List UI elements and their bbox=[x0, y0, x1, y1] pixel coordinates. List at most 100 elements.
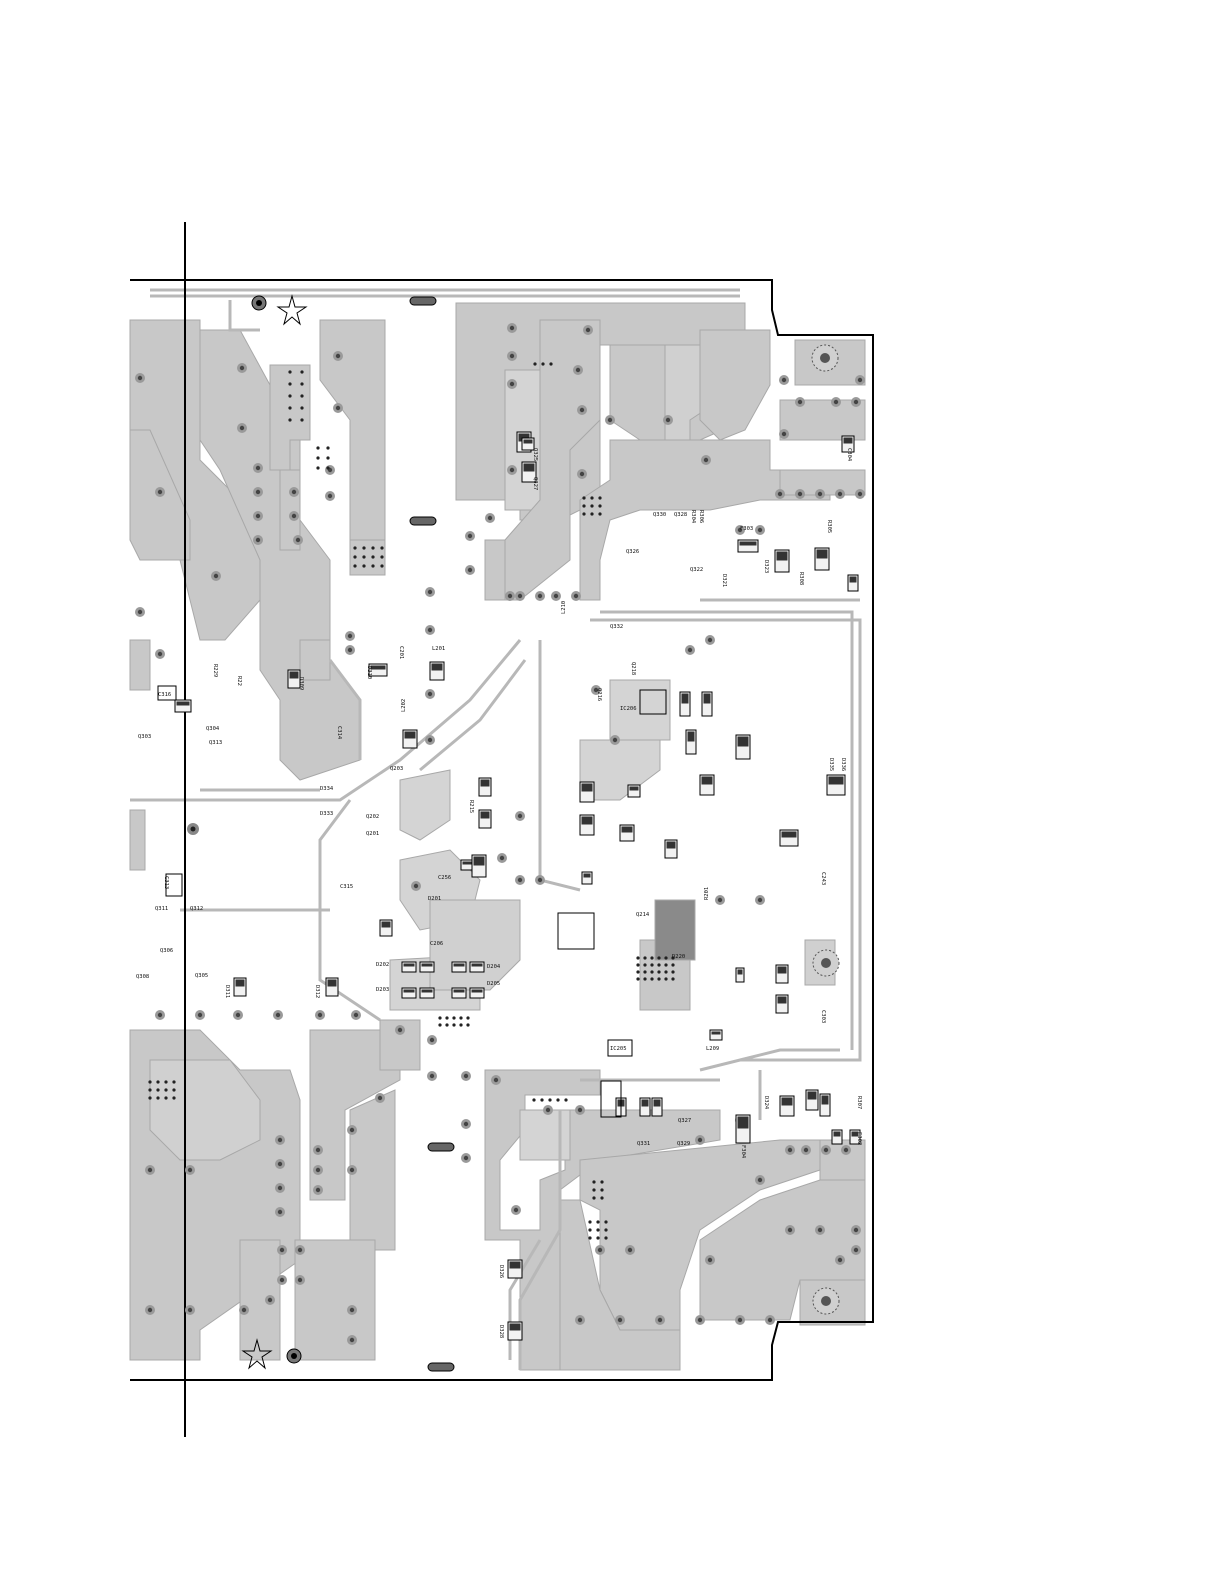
component-label: R229 bbox=[212, 664, 218, 677]
via-hole bbox=[687, 647, 693, 653]
via-grid-dot bbox=[172, 1080, 176, 1084]
smd-pad-metal bbox=[851, 1131, 859, 1137]
via-grid-dot bbox=[459, 1016, 463, 1020]
component-label: D310 bbox=[366, 666, 372, 679]
via-hole bbox=[737, 1317, 743, 1323]
smd-pad-metal bbox=[711, 1031, 721, 1035]
via-hole bbox=[853, 1227, 859, 1233]
via-hole bbox=[509, 325, 515, 331]
component-outline bbox=[607, 1039, 633, 1057]
via-grid-dot bbox=[582, 512, 586, 516]
component-label: D328 bbox=[498, 1325, 504, 1338]
via-hole bbox=[837, 1257, 843, 1263]
via-hole bbox=[147, 1167, 153, 1173]
component-label: D335 bbox=[828, 758, 834, 771]
smd-pad-metal bbox=[480, 779, 490, 787]
copper-pour bbox=[559, 1199, 681, 1371]
copper-pour bbox=[519, 1109, 571, 1161]
via-hole bbox=[757, 527, 763, 533]
via-grid-dot bbox=[596, 1236, 600, 1240]
component-label: C316 bbox=[158, 692, 171, 698]
smd-pad-metal bbox=[776, 551, 788, 561]
smd-pad-metal bbox=[471, 963, 483, 967]
via-hole bbox=[335, 405, 341, 411]
smd-pad bbox=[847, 574, 859, 592]
component-label: Q308 bbox=[136, 974, 149, 980]
via-grid-dot bbox=[316, 446, 320, 450]
via-hole bbox=[427, 737, 433, 743]
component-label: L201 bbox=[432, 646, 445, 652]
via-hole bbox=[349, 1307, 355, 1313]
slot-hole bbox=[409, 296, 437, 306]
smd-pad-metal bbox=[471, 989, 483, 993]
via-hole bbox=[347, 647, 353, 653]
smd-pad-metal bbox=[777, 966, 787, 974]
via-grid-dot bbox=[362, 564, 366, 568]
component-label: D323 bbox=[763, 560, 769, 573]
smd-pad bbox=[451, 987, 467, 999]
smd-pad-metal bbox=[653, 1099, 661, 1107]
slot-hole bbox=[427, 1362, 455, 1372]
trace bbox=[600, 610, 854, 1050]
via-hole bbox=[585, 327, 591, 333]
via-hole bbox=[297, 1247, 303, 1253]
via-hole bbox=[837, 491, 843, 497]
trace bbox=[419, 659, 527, 772]
smd-pad-metal bbox=[453, 963, 465, 967]
component-label: Q202 bbox=[366, 814, 379, 820]
via-grid-dot bbox=[588, 1236, 592, 1240]
via-hole bbox=[817, 491, 823, 497]
via-hole bbox=[255, 465, 261, 471]
component-label: D326 bbox=[498, 1265, 504, 1278]
component-label: Q201 bbox=[366, 831, 379, 837]
via-hole bbox=[197, 1012, 203, 1018]
smd-pad-metal bbox=[781, 1097, 793, 1106]
via-hole bbox=[493, 1077, 499, 1083]
component-label: Q329 bbox=[677, 1141, 690, 1147]
via-grid-dot bbox=[590, 504, 594, 508]
component-label: Q218 bbox=[630, 662, 636, 675]
via-hole bbox=[657, 1317, 663, 1323]
via-grid-dot bbox=[541, 362, 545, 366]
via-hole bbox=[291, 489, 297, 495]
via-grid-dot bbox=[549, 362, 553, 366]
trace bbox=[590, 618, 862, 1072]
via-grid-dot bbox=[590, 496, 594, 500]
via-grid-dot bbox=[380, 546, 384, 550]
via-grid-dot bbox=[300, 382, 304, 386]
via-hole bbox=[833, 399, 839, 405]
silkscreen-label-layer: Q325 Q327 Q330 Q328 R304 R306 F303 R305 … bbox=[136, 448, 862, 1338]
smd-pad-metal bbox=[641, 1099, 649, 1107]
smd-pad-metal bbox=[739, 541, 757, 546]
smd-pad-metal bbox=[509, 1261, 521, 1269]
component-label: Q303 bbox=[138, 734, 151, 740]
trace bbox=[228, 300, 260, 332]
via-hole bbox=[513, 1207, 519, 1213]
copper-pour bbox=[779, 469, 866, 496]
via-grid-dot bbox=[604, 1228, 608, 1232]
via-hole bbox=[349, 1127, 355, 1133]
via-hole bbox=[787, 1147, 793, 1153]
copper-pour bbox=[484, 539, 506, 601]
copper-pour bbox=[349, 539, 386, 576]
smd-pad bbox=[419, 961, 435, 973]
via-hole bbox=[853, 399, 859, 405]
via-hole bbox=[315, 1167, 321, 1173]
via-hole bbox=[703, 457, 709, 463]
smd-pad-metal bbox=[235, 979, 245, 987]
smd-pad-metal bbox=[701, 776, 713, 785]
via-grid-dot bbox=[540, 1098, 544, 1102]
via-hole bbox=[612, 737, 618, 743]
component-label: C304 bbox=[846, 448, 852, 462]
component-label: IC205 bbox=[610, 1046, 627, 1052]
via-hole bbox=[463, 1121, 469, 1127]
smd-pad bbox=[581, 871, 593, 885]
via-grid-dot bbox=[532, 1098, 536, 1102]
smd-pad bbox=[469, 961, 485, 973]
via-grid-dot bbox=[588, 1228, 592, 1232]
via-hole bbox=[429, 1037, 435, 1043]
copper-pour bbox=[379, 1019, 421, 1071]
smd-pad bbox=[401, 987, 417, 999]
smd-pad bbox=[401, 961, 417, 973]
via-grid-dot bbox=[604, 1220, 608, 1224]
